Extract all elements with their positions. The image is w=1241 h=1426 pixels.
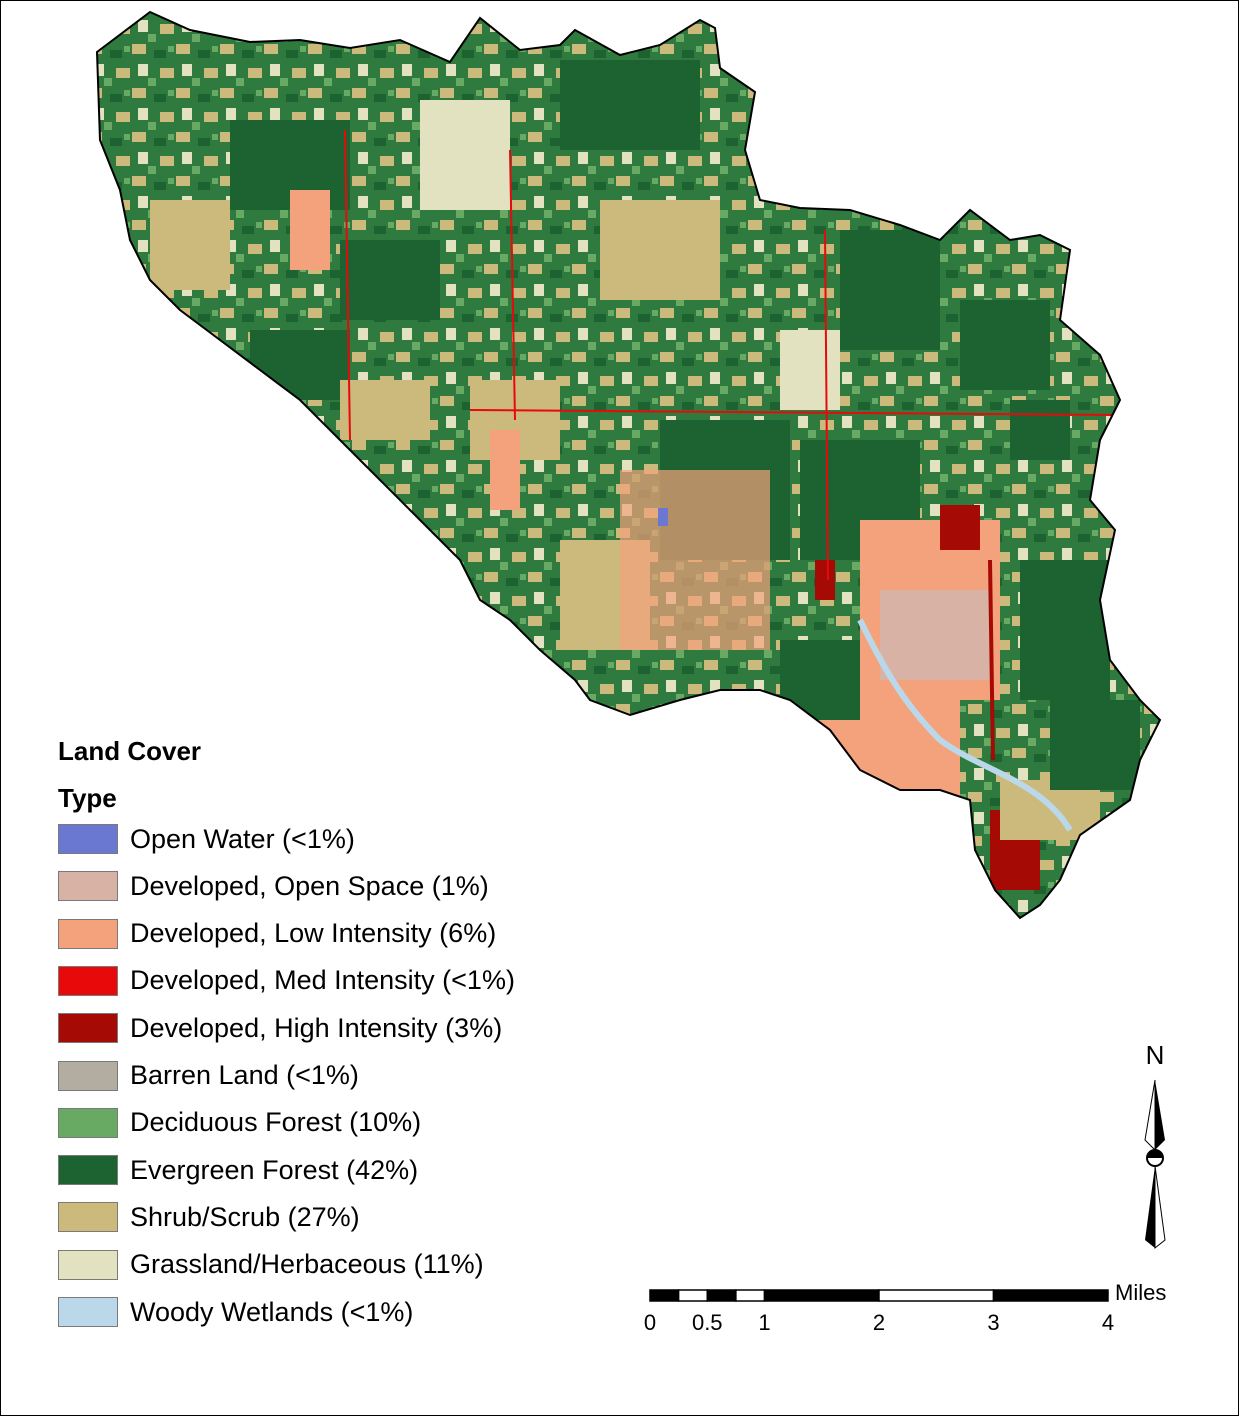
scale-tick-label: 1: [758, 1310, 770, 1335]
legend-label: Developed, High Intensity (3%): [130, 1012, 503, 1043]
legend-swatch: [58, 1297, 118, 1327]
legend-swatch: [58, 965, 118, 996]
legend-label: Evergreen Forest (42%): [130, 1154, 419, 1185]
legend: Land Cover Type Open Water (<1%) Develope…: [58, 728, 515, 1327]
legend-item: Developed, Open Space (1%): [58, 869, 489, 903]
legend-swatch: [58, 1155, 118, 1186]
legend-item: Grassland/Herbaceous (11%): [58, 1248, 484, 1282]
scale-bar-segment: [992, 1289, 1109, 1302]
scale-tick-label: 3: [987, 1310, 999, 1335]
scale-bar-segment: [649, 1289, 680, 1302]
basin: [97, 12, 1160, 918]
legend-swatch: [58, 1202, 118, 1233]
legend-item: Developed, High Intensity (3%): [58, 1011, 502, 1045]
legend-label: Woody Wetlands (<1%): [130, 1296, 414, 1327]
scale-tick-label: 4: [1102, 1310, 1114, 1335]
north-arrow: N: [1144, 1040, 1166, 1250]
legend-label: Developed, Low Intensity (6%): [130, 918, 497, 949]
legend-item: Open Water (<1%): [58, 822, 355, 856]
legend-item: Barren Land (<1%): [58, 1059, 359, 1093]
legend-label: Open Water (<1%): [130, 823, 355, 854]
scale-bar-segment: [677, 1289, 708, 1302]
legend-label: Barren Land (<1%): [130, 1060, 359, 1090]
north-label: N: [1146, 1040, 1165, 1070]
legend-item: Woody Wetlands (<1%): [58, 1295, 413, 1329]
legend-swatch: [58, 1249, 118, 1280]
legend-swatch: [58, 1060, 118, 1091]
scale-tick-label: 0: [644, 1310, 656, 1335]
scale-unit-label: Miles: [1115, 1280, 1166, 1305]
land-cover-patches: [150, 60, 1140, 890]
legend-item: Deciduous Forest (10%): [58, 1106, 421, 1140]
legend-swatch: [58, 1107, 118, 1138]
scale-tick-label: 0.5: [692, 1310, 723, 1335]
scale-bar-segment: [878, 1289, 995, 1302]
legend-label: Deciduous Forest (10%): [130, 1107, 422, 1138]
scale-tick-label: 2: [873, 1310, 885, 1335]
legend-item: Developed, Med Intensity (<1%): [58, 964, 515, 998]
legend-swatch: [58, 824, 118, 854]
legend-subtitle: Type: [58, 783, 117, 813]
legend-item: Developed, Low Intensity (6%): [58, 917, 496, 951]
scale-bar-segment: [763, 1289, 880, 1302]
legend-label: Grassland/Herbaceous (11%): [130, 1249, 484, 1280]
legend-title: Land Cover: [58, 736, 202, 766]
legend-item: Shrub/Scrub (27%): [58, 1200, 360, 1234]
scale-bar-segment: [735, 1289, 766, 1302]
legend-label: Developed, Open Space (1%): [130, 870, 489, 901]
legend-item: Evergreen Forest (42%): [58, 1153, 418, 1187]
legend-swatch: [58, 871, 118, 902]
legend-label: Shrub/Scrub (27%): [130, 1201, 360, 1232]
legend-swatch: [58, 1013, 118, 1044]
legend-label: Developed, Med Intensity (<1%): [130, 965, 515, 996]
legend-swatch: [58, 918, 118, 949]
scale-bar-segment: [706, 1289, 737, 1302]
